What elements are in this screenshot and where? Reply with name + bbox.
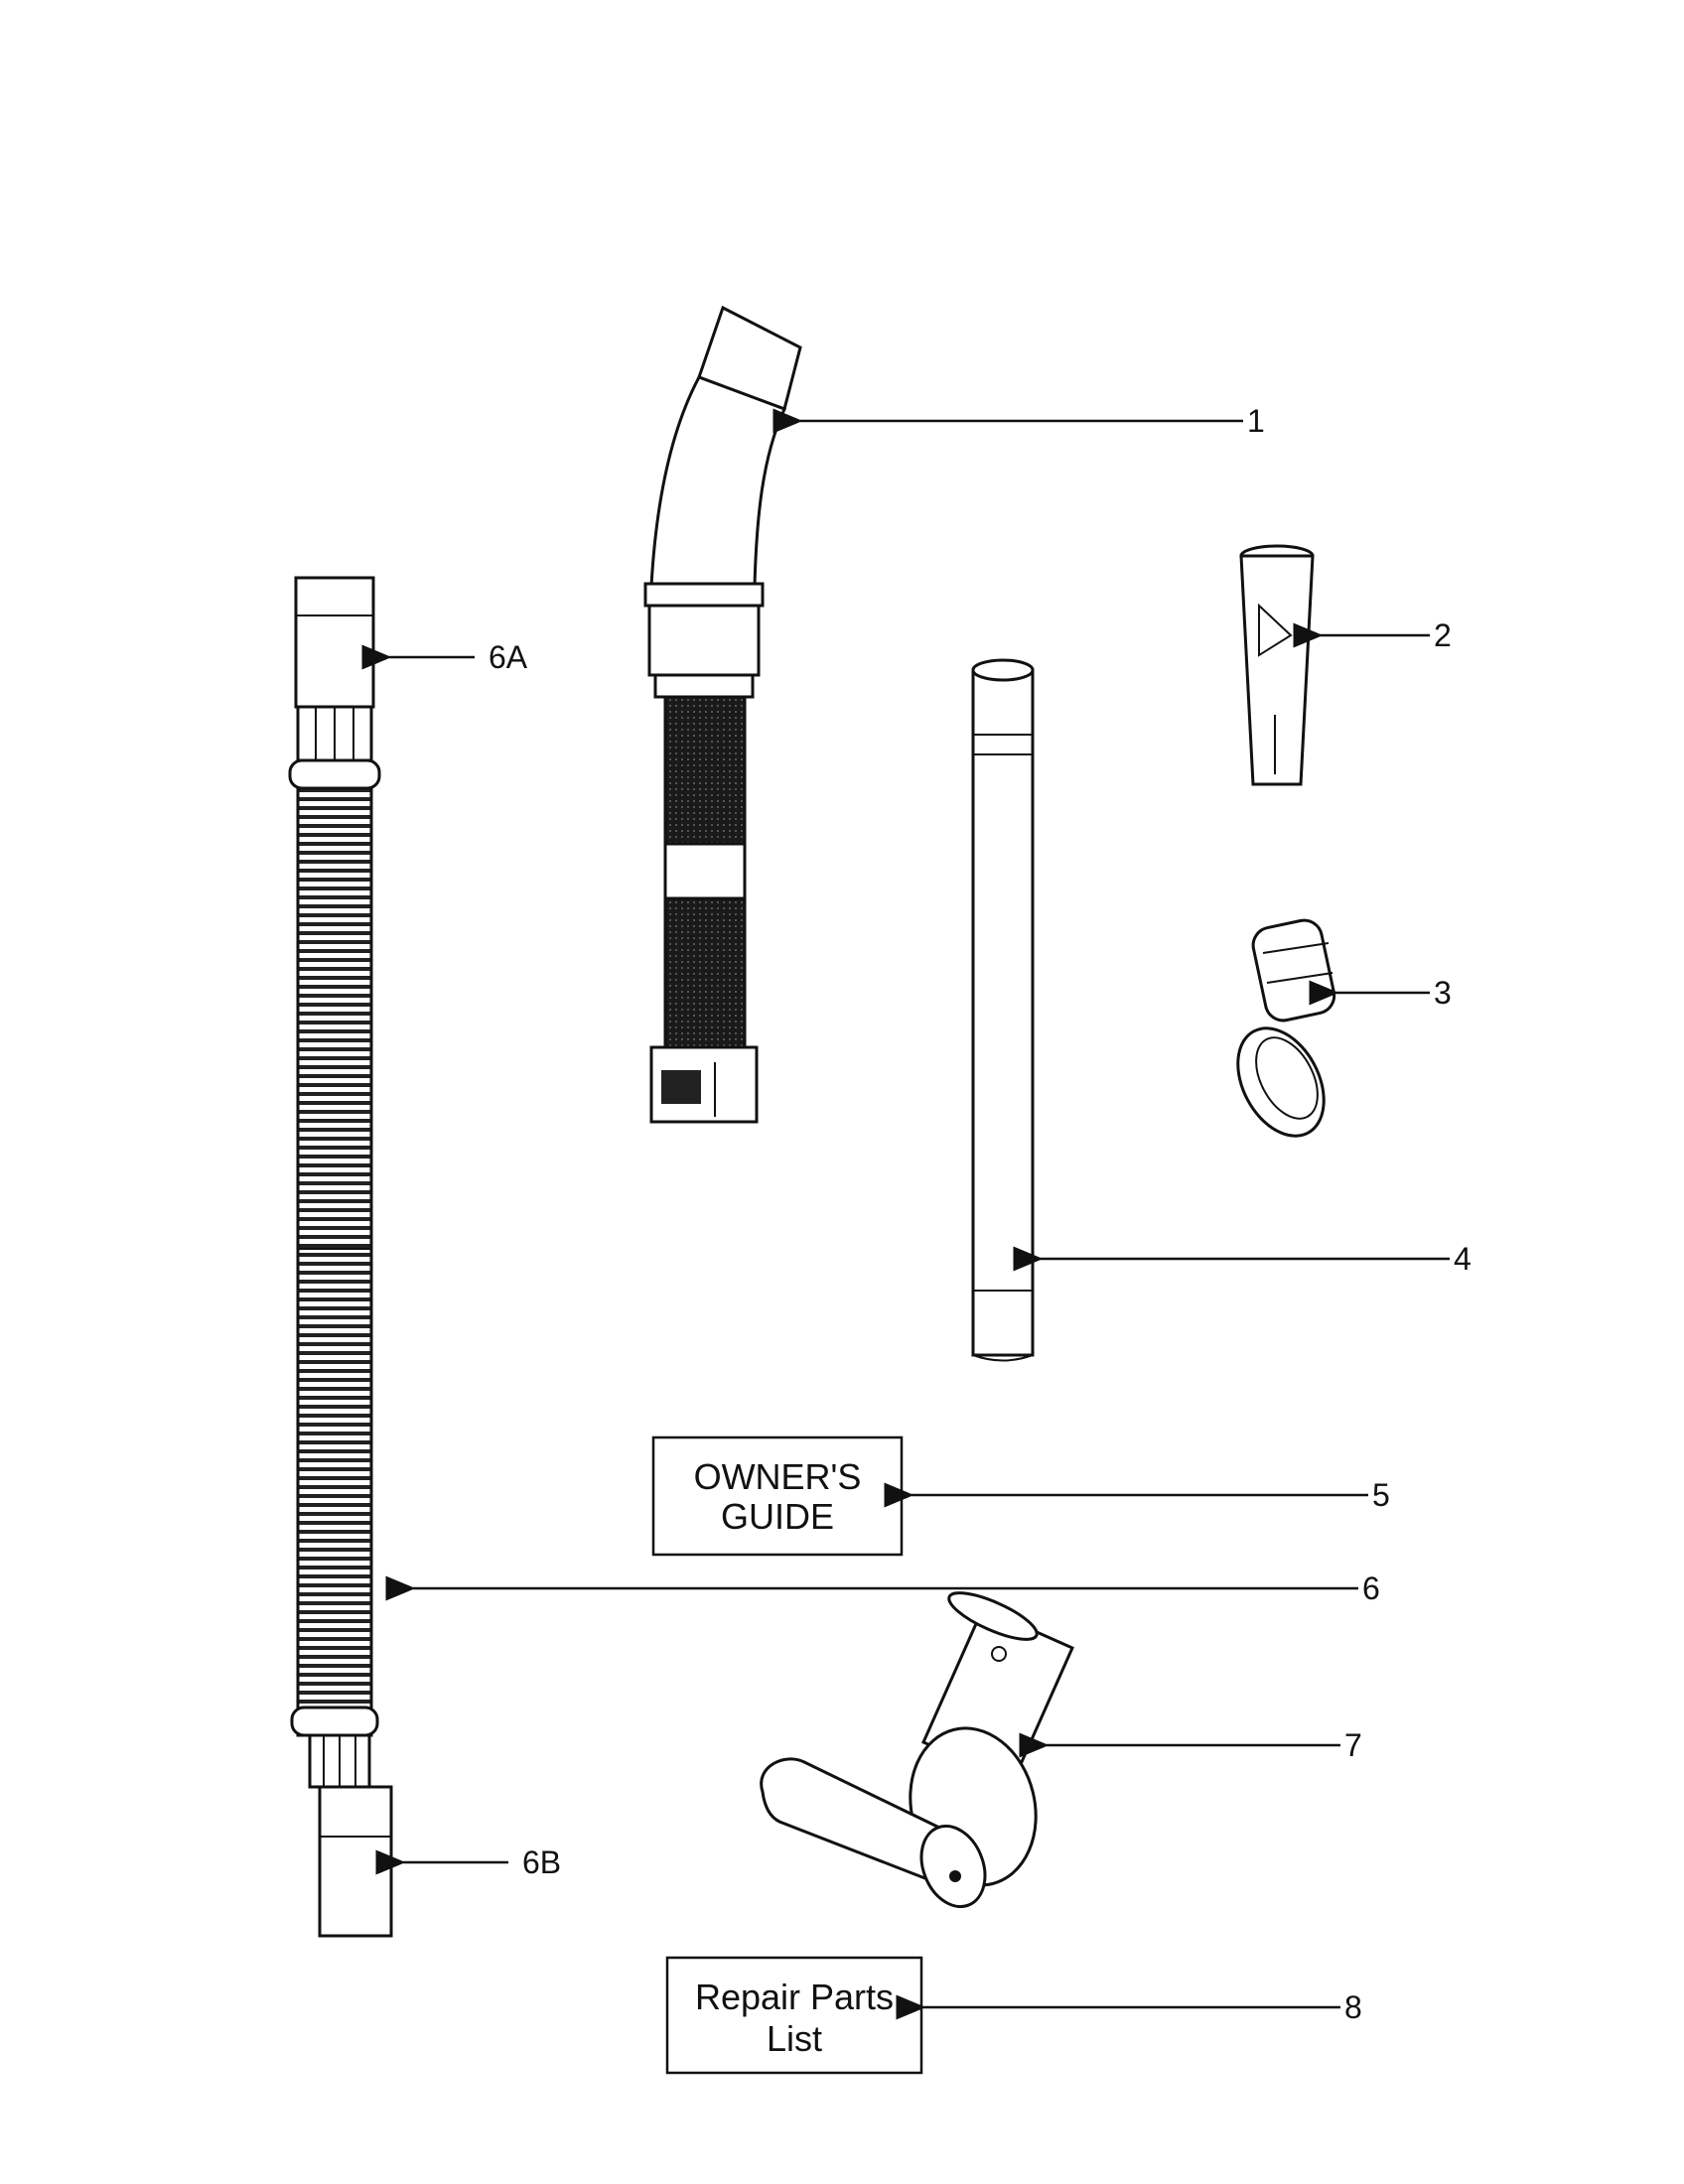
hose-cuff-6b [290, 1706, 393, 1938]
callout-5: 5 [1372, 1477, 1390, 1513]
callout-7: 7 [1344, 1727, 1362, 1763]
dusting-brush-part [1236, 918, 1336, 1138]
callout-6b: 6B [522, 1844, 561, 1880]
owners-guide-box: OWNER'S GUIDE [651, 1435, 904, 1557]
callout-4: 4 [1454, 1241, 1472, 1277]
repair-parts-line1: Repair Parts [695, 1977, 894, 2017]
callout-1: 1 [1247, 403, 1265, 439]
hose-assembly-part [288, 576, 393, 1938]
wand-handle-part [643, 305, 802, 1124]
owners-guide-line1: OWNER'S [694, 1456, 862, 1497]
repair-parts-line2: List [767, 2018, 822, 2059]
repair-parts-box: Repair Parts List [665, 1956, 923, 2075]
callout-6: 6 [1362, 1570, 1380, 1606]
callout-8: 8 [1344, 1989, 1362, 2025]
callout-numbers: 1 2 3 4 5 6 6A 6B 7 8 [489, 403, 1472, 2025]
turbo-brush-part [760, 1591, 1074, 1909]
callout-6a: 6A [489, 639, 528, 675]
crevice-tool-part [1239, 544, 1315, 786]
callout-3: 3 [1434, 975, 1452, 1011]
hose-cuff-6a [288, 576, 381, 790]
owners-guide-line2: GUIDE [721, 1496, 834, 1537]
leader-lines [361, 408, 1450, 2020]
extension-wand-part [971, 658, 1035, 1362]
callout-2: 2 [1434, 617, 1452, 653]
